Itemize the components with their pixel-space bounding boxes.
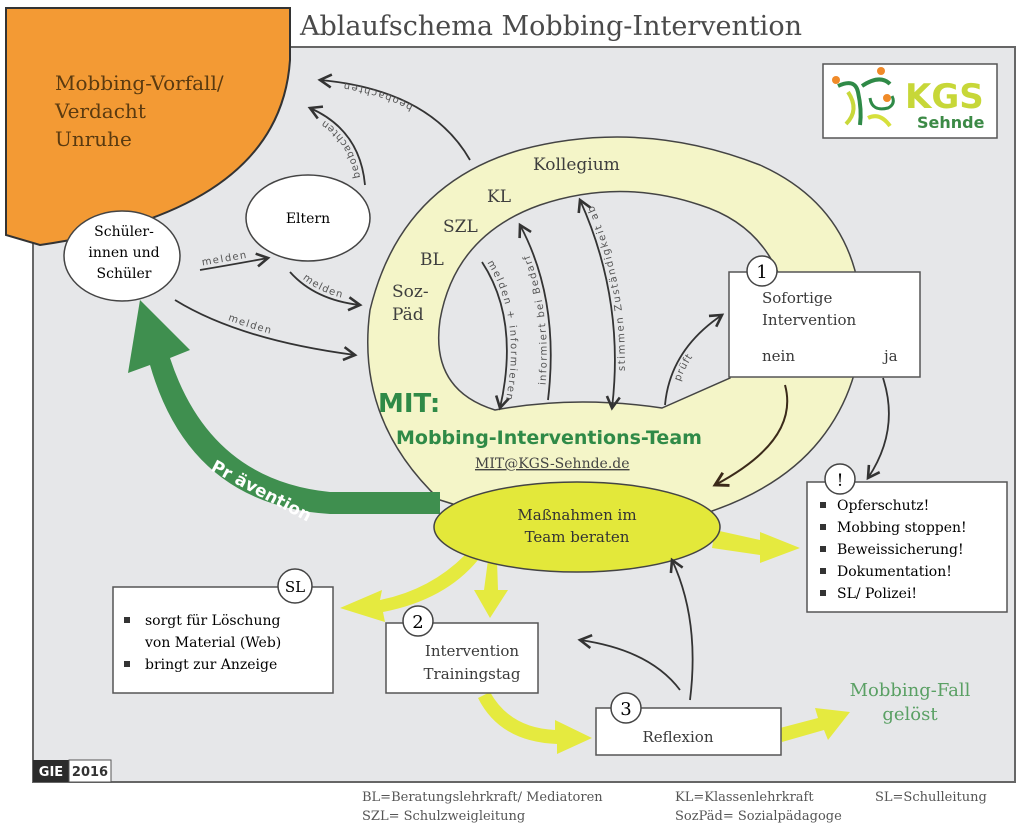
logo-kgs-text: KGS	[905, 77, 984, 117]
team-name: Mobbing-Interventions-Team	[396, 427, 702, 449]
arrow-to-urgent	[712, 530, 800, 563]
team-email-link[interactable]: MIT@KGS-Sehnde.de	[475, 456, 630, 472]
urgent-badge-icon: !	[837, 471, 844, 491]
consult-line-2: Team beraten	[525, 528, 630, 546]
principal-item-1: sorgt für Löschung	[145, 613, 280, 629]
principal-item-2: bringt zur Anzeige	[145, 657, 277, 673]
abbreviation-legend: BL=Beratungslehrkraft/ Mediatoren KL=Kla…	[362, 790, 987, 824]
team-acronym: MIT:	[378, 389, 440, 419]
step1-badge-number: 1	[756, 262, 767, 283]
bullet-icon	[820, 568, 826, 574]
urgent-box: ! Opferschutz! Mobbing stoppen! Beweissi…	[806, 463, 1008, 613]
arrow-yes-to-urgent	[866, 377, 890, 481]
step2-line-2: Trainingstag	[424, 665, 521, 683]
incident-line-3: Unruhe	[55, 127, 132, 151]
logo-dot-icon	[877, 67, 885, 75]
principal-box: SL sorgt für Löschung von Material (Web)…	[112, 568, 334, 694]
ring-label-soz: Soz-	[392, 282, 429, 302]
bullet-icon	[124, 617, 130, 623]
bullet-icon	[124, 661, 130, 667]
prevention-arrow	[128, 300, 440, 514]
credit-year: 2016	[72, 765, 108, 780]
urgent-list: Opferschutz! Mobbing stoppen! Beweissich…	[820, 498, 967, 602]
step1-no: nein	[762, 347, 795, 365]
arrow-no-to-consult	[712, 384, 789, 487]
logo-dot-icon	[883, 94, 891, 102]
arrow-to-principal	[340, 555, 478, 622]
urgent-item: Mobbing stoppen!	[837, 520, 967, 536]
credit-badge: GIE 2016	[33, 759, 112, 783]
ring-label-kl: KL	[487, 187, 511, 207]
step1-box: 1 Sofortige Intervention nein ja	[728, 255, 921, 378]
principal-badge	[277, 568, 313, 604]
legend-bl: BL=Beratungslehrkraft/ Mediatoren	[362, 790, 603, 805]
step3-badge-number: 3	[620, 699, 631, 720]
legend-kl: KL=Klassenlehrkraft	[675, 790, 814, 805]
urgent-badge	[824, 463, 856, 495]
logo-figure-icon	[837, 81, 863, 126]
students-line-1: Schüler-	[94, 224, 154, 240]
bullet-icon	[820, 546, 826, 552]
parents-node	[245, 174, 371, 262]
students-node	[63, 210, 181, 302]
students-line-3: Schüler	[97, 266, 152, 282]
ring-label-szl: SZL	[443, 217, 478, 237]
arrow-reflexion-to-step2	[577, 633, 681, 691]
credit-author: GIE	[39, 765, 63, 780]
principal-item-1-cont: von Material (Web)	[144, 635, 281, 651]
arrow-reflexion-to-consult	[669, 557, 694, 701]
incident-line-1: Mobbing-Vorfall/	[55, 71, 224, 95]
ring-label-kollegium: Kollegium	[533, 155, 620, 175]
thin-arrows	[174, 79, 890, 701]
students-line-2: innen und	[88, 245, 159, 261]
step2-badge-number: 2	[412, 612, 423, 633]
arrow-to-step2	[474, 560, 508, 618]
bullet-icon	[820, 590, 826, 596]
legend-sozpaed: SozPäd= Sozialpädagoge	[675, 809, 842, 824]
step1-badge	[746, 255, 778, 287]
kgs-logo: KGS Sehnde	[822, 63, 998, 139]
consult-ellipse	[433, 481, 721, 573]
step2-line-1: Intervention	[425, 642, 520, 660]
step2-box: 2 Intervention Trainingstag	[385, 605, 539, 694]
urgent-item: SL/ Polizei!	[837, 586, 917, 602]
legend-sl: SL=Schulleitung	[875, 790, 987, 805]
arrow-to-step3	[478, 692, 592, 754]
principal-badge-text: SL	[285, 578, 305, 596]
step3-badge	[610, 692, 642, 724]
diagram-title: Ablaufschema Mobbing-Intervention	[299, 11, 802, 42]
logo-dot-icon	[832, 76, 840, 84]
consult-line-1: Maßnahmen im	[517, 506, 636, 524]
solved-line-1: Mobbing-Fall	[850, 680, 971, 701]
arrow-to-solved	[780, 708, 850, 742]
ring-label-bl: BL	[420, 250, 444, 270]
step1-yes: ja	[882, 347, 898, 365]
parents-label: Eltern	[286, 211, 330, 227]
logo-sehnde-text: Sehnde	[917, 113, 985, 132]
step3-label: Reflexion	[642, 728, 713, 746]
urgent-item: Dokumentation!	[837, 564, 952, 580]
bullet-icon	[820, 502, 826, 508]
solved-line-2: gelöst	[882, 704, 938, 725]
yellow-flow-arrows	[340, 530, 850, 754]
urgent-item: Opferschutz!	[837, 498, 929, 514]
step1-line-1: Sofortige	[762, 289, 832, 307]
step2-badge	[402, 605, 434, 637]
legend-szl: SZL= Schulzweigleitung	[362, 809, 525, 824]
step1-line-2: Intervention	[762, 311, 857, 329]
step3-box: 3 Reflexion	[595, 692, 782, 756]
arrow-agree-responsibility	[577, 197, 621, 411]
ring-label-paed: Päd	[392, 305, 424, 325]
bullet-icon	[820, 524, 826, 530]
urgent-item: Beweissicherung!	[837, 542, 964, 558]
incident-line-2: Verdacht	[54, 99, 146, 123]
